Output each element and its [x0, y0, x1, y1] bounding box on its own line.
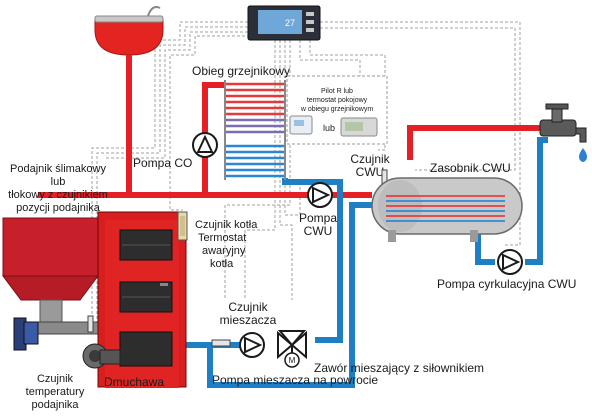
mixer-sensor-icon [211, 339, 231, 347]
controller-panel-icon: 27 [247, 5, 321, 41]
svg-text:temperatury: temperatury [26, 386, 85, 398]
remote-label-line3: w obiegu grzejnikowym [300, 106, 374, 113]
blower-fan-icon [82, 343, 121, 369]
feeder-motor-icon [13, 317, 39, 351]
remote-label-line1: Pilot R lub [321, 88, 353, 95]
boiler-sensor-icon [177, 211, 188, 241]
circ-pump-label: Pompa cyrkulacyjna CWU [437, 277, 576, 291]
remote-label-line2: termostat pokojowy [307, 97, 368, 104]
valve-motor-label: M [289, 356, 296, 365]
sensor-dhw-label: Czujnik CWU [350, 152, 390, 179]
remote-pilot-icon [289, 115, 313, 135]
mixing-valve-label: Zawór mieszający z siłownikiem [314, 361, 484, 375]
pump-dhw-icon [307, 182, 333, 208]
dhw-tank [371, 177, 523, 242]
svg-text:mieszacza: mieszacza [220, 313, 277, 327]
svg-text:tłokowy z czujnikiem: tłokowy z czujnikiem [8, 189, 108, 201]
mixer-sensor-label: Czujnik mieszacza [220, 300, 277, 327]
svg-text:lub: lub [51, 176, 66, 188]
svg-text:Podajnik ślimakowy: Podajnik ślimakowy [10, 163, 106, 175]
svg-text:Termostat: Termostat [198, 232, 246, 244]
feeder-temp-sensor-label: Czujnik temperatury podajnika [26, 373, 85, 411]
svg-text:Czujnik: Czujnik [350, 152, 390, 166]
pump-co-label: Pompa CO [133, 156, 192, 170]
circulation-pump-icon [497, 249, 523, 275]
svg-text:kotła: kotła [210, 258, 234, 270]
controller-display-value: 27 [285, 18, 295, 28]
svg-text:awaryjny: awaryjny [202, 245, 246, 257]
svg-text:CWU: CWU [304, 224, 333, 238]
svg-text:Czujnik: Czujnik [228, 300, 268, 314]
valve-motor-icon [284, 352, 300, 368]
pump-co-icon [192, 132, 218, 158]
remote-thermostat-box: Pilot R lub termostat pokojowy w obiegu … [286, 75, 388, 145]
svg-text:Czujnik: Czujnik [37, 373, 74, 385]
remote-or-label: lub [323, 123, 335, 133]
room-thermostat-icon [340, 117, 378, 137]
mixer-pump-icon [239, 332, 265, 358]
pump-dhw-label: Pompa CWU [299, 211, 337, 238]
radiator [224, 80, 286, 180]
svg-text:CWU: CWU [356, 165, 385, 179]
boiler-sensor-label: Czujnik kotła Termostat awaryjny kotła [195, 219, 258, 270]
svg-text:pozycji podajnika: pozycji podajnika [16, 202, 101, 214]
faucet-icon [539, 103, 587, 162]
boiler-lower-door [119, 331, 173, 367]
feeder-label: Podajnik ślimakowy lub tłokowy z czujnik… [8, 163, 108, 214]
svg-text:Czujnik kotła: Czujnik kotła [195, 219, 258, 231]
blower-label: Dmuchawa [104, 375, 164, 389]
radiator-circuit-label: Obieg grzejnikowy [192, 64, 290, 78]
signal-wires [91, 21, 521, 330]
expansion-tank-icon [94, 6, 164, 56]
mixing-valve-icon: M [277, 330, 307, 368]
feeder-temp-sensor [87, 315, 94, 333]
tank-label: Zasobnik CWU [430, 161, 511, 175]
mixer-pump-label: Pompa mieszacza na powrocie [212, 373, 378, 387]
svg-text:podajnika: podajnika [31, 399, 79, 411]
svg-text:Pompa: Pompa [299, 211, 337, 225]
